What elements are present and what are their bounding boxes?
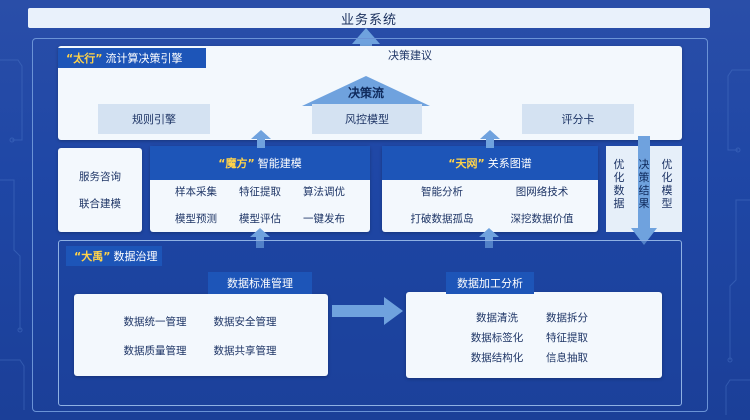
graph-item: 打破数据孤岛: [410, 212, 474, 225]
standard-title: 数据标准管理: [227, 277, 293, 290]
decision-engine-label: 流计算决策引擎: [105, 52, 183, 65]
governance-label: 数据治理: [113, 250, 158, 263]
service-consulting-label: 服务咨询: [79, 171, 121, 183]
graph-up-arrow: [480, 130, 500, 148]
decision-suggestion-label: 决策建议: [388, 49, 432, 62]
graph-tag: “天网” 关系图谱: [382, 146, 598, 180]
processing-panel: [406, 292, 662, 378]
risk-model-box: 风控模型: [312, 104, 422, 134]
business-system-bar: 业务系统: [28, 8, 710, 28]
modeling-item: 一键发布: [303, 212, 345, 225]
processing-item: 数据清洗: [476, 311, 518, 324]
modeling-up-arrow: [251, 130, 271, 148]
optimize-data-label: 优化数据: [613, 158, 625, 210]
rule-engine-box: 规则引擎: [98, 104, 210, 134]
graph-item: 深挖数据价值: [510, 212, 574, 225]
modeling-label: 智能建模: [257, 157, 302, 170]
decision-result-arrow: [631, 136, 657, 245]
processing-item: 特征提取: [546, 331, 588, 344]
modeling-item: 样本采集: [175, 185, 217, 198]
processing-item: 数据结构化: [470, 351, 524, 364]
risk-model-label: 风控模型: [345, 113, 389, 126]
processing-title: 数据加工分析: [457, 277, 523, 290]
standard-tag: 数据标准管理: [208, 272, 312, 294]
standard-item: 数据共享管理: [213, 344, 277, 357]
modeling-tag: “魔方” 智能建模: [150, 146, 370, 180]
decision-result-label: 决策结果: [638, 158, 650, 210]
governance-tag: “大禹” 数据治理: [66, 246, 162, 266]
scorecard-box: 评分卡: [522, 104, 634, 134]
modeling-item: 模型预测: [175, 212, 217, 225]
governance-to-graph-arrow: [479, 228, 499, 248]
modeling-item: 算法调优: [303, 185, 345, 198]
governance-to-modeling-arrow: [250, 228, 270, 248]
graph-highlight: “天网”: [448, 157, 485, 170]
standard-to-processing-arrow: [332, 297, 403, 325]
standard-item: 数据统一管理: [123, 315, 187, 328]
standard-item: 数据安全管理: [213, 315, 277, 328]
business-system-title: 业务系统: [340, 12, 397, 28]
standard-panel: [74, 294, 328, 376]
service-box: 服务咨询 联合建模: [58, 148, 142, 232]
processing-item: 信息抽取: [546, 351, 588, 364]
decision-flow-label: 决策流: [347, 86, 384, 100]
standard-item: 数据质量管理: [123, 344, 187, 357]
modeling-item: 模型评估: [239, 212, 281, 225]
optimize-model-label: 优化模型: [661, 158, 673, 210]
decision-flow-shape: [302, 76, 430, 106]
graph-item: 智能分析: [421, 185, 463, 198]
decision-engine-tag: “太行” 流计算决策引擎: [58, 48, 206, 68]
rule-engine-label: 规则引擎: [132, 113, 176, 126]
processing-item: 数据标签化: [470, 331, 524, 344]
processing-tag: 数据加工分析: [446, 272, 534, 294]
outer-frame: [32, 38, 708, 412]
joint-modeling-label: 联合建模: [79, 198, 121, 210]
governance-highlight: “大禹”: [74, 250, 111, 263]
graph-label: 关系图谱: [487, 157, 532, 170]
processing-item: 数据拆分: [546, 311, 588, 324]
graph-item: 图网络技术: [515, 185, 569, 198]
scorecard-label: 评分卡: [561, 113, 595, 126]
modeling-item: 特征提取: [239, 185, 281, 198]
modeling-highlight: “魔方”: [218, 157, 255, 170]
decision-engine-highlight: “太行”: [66, 52, 103, 65]
